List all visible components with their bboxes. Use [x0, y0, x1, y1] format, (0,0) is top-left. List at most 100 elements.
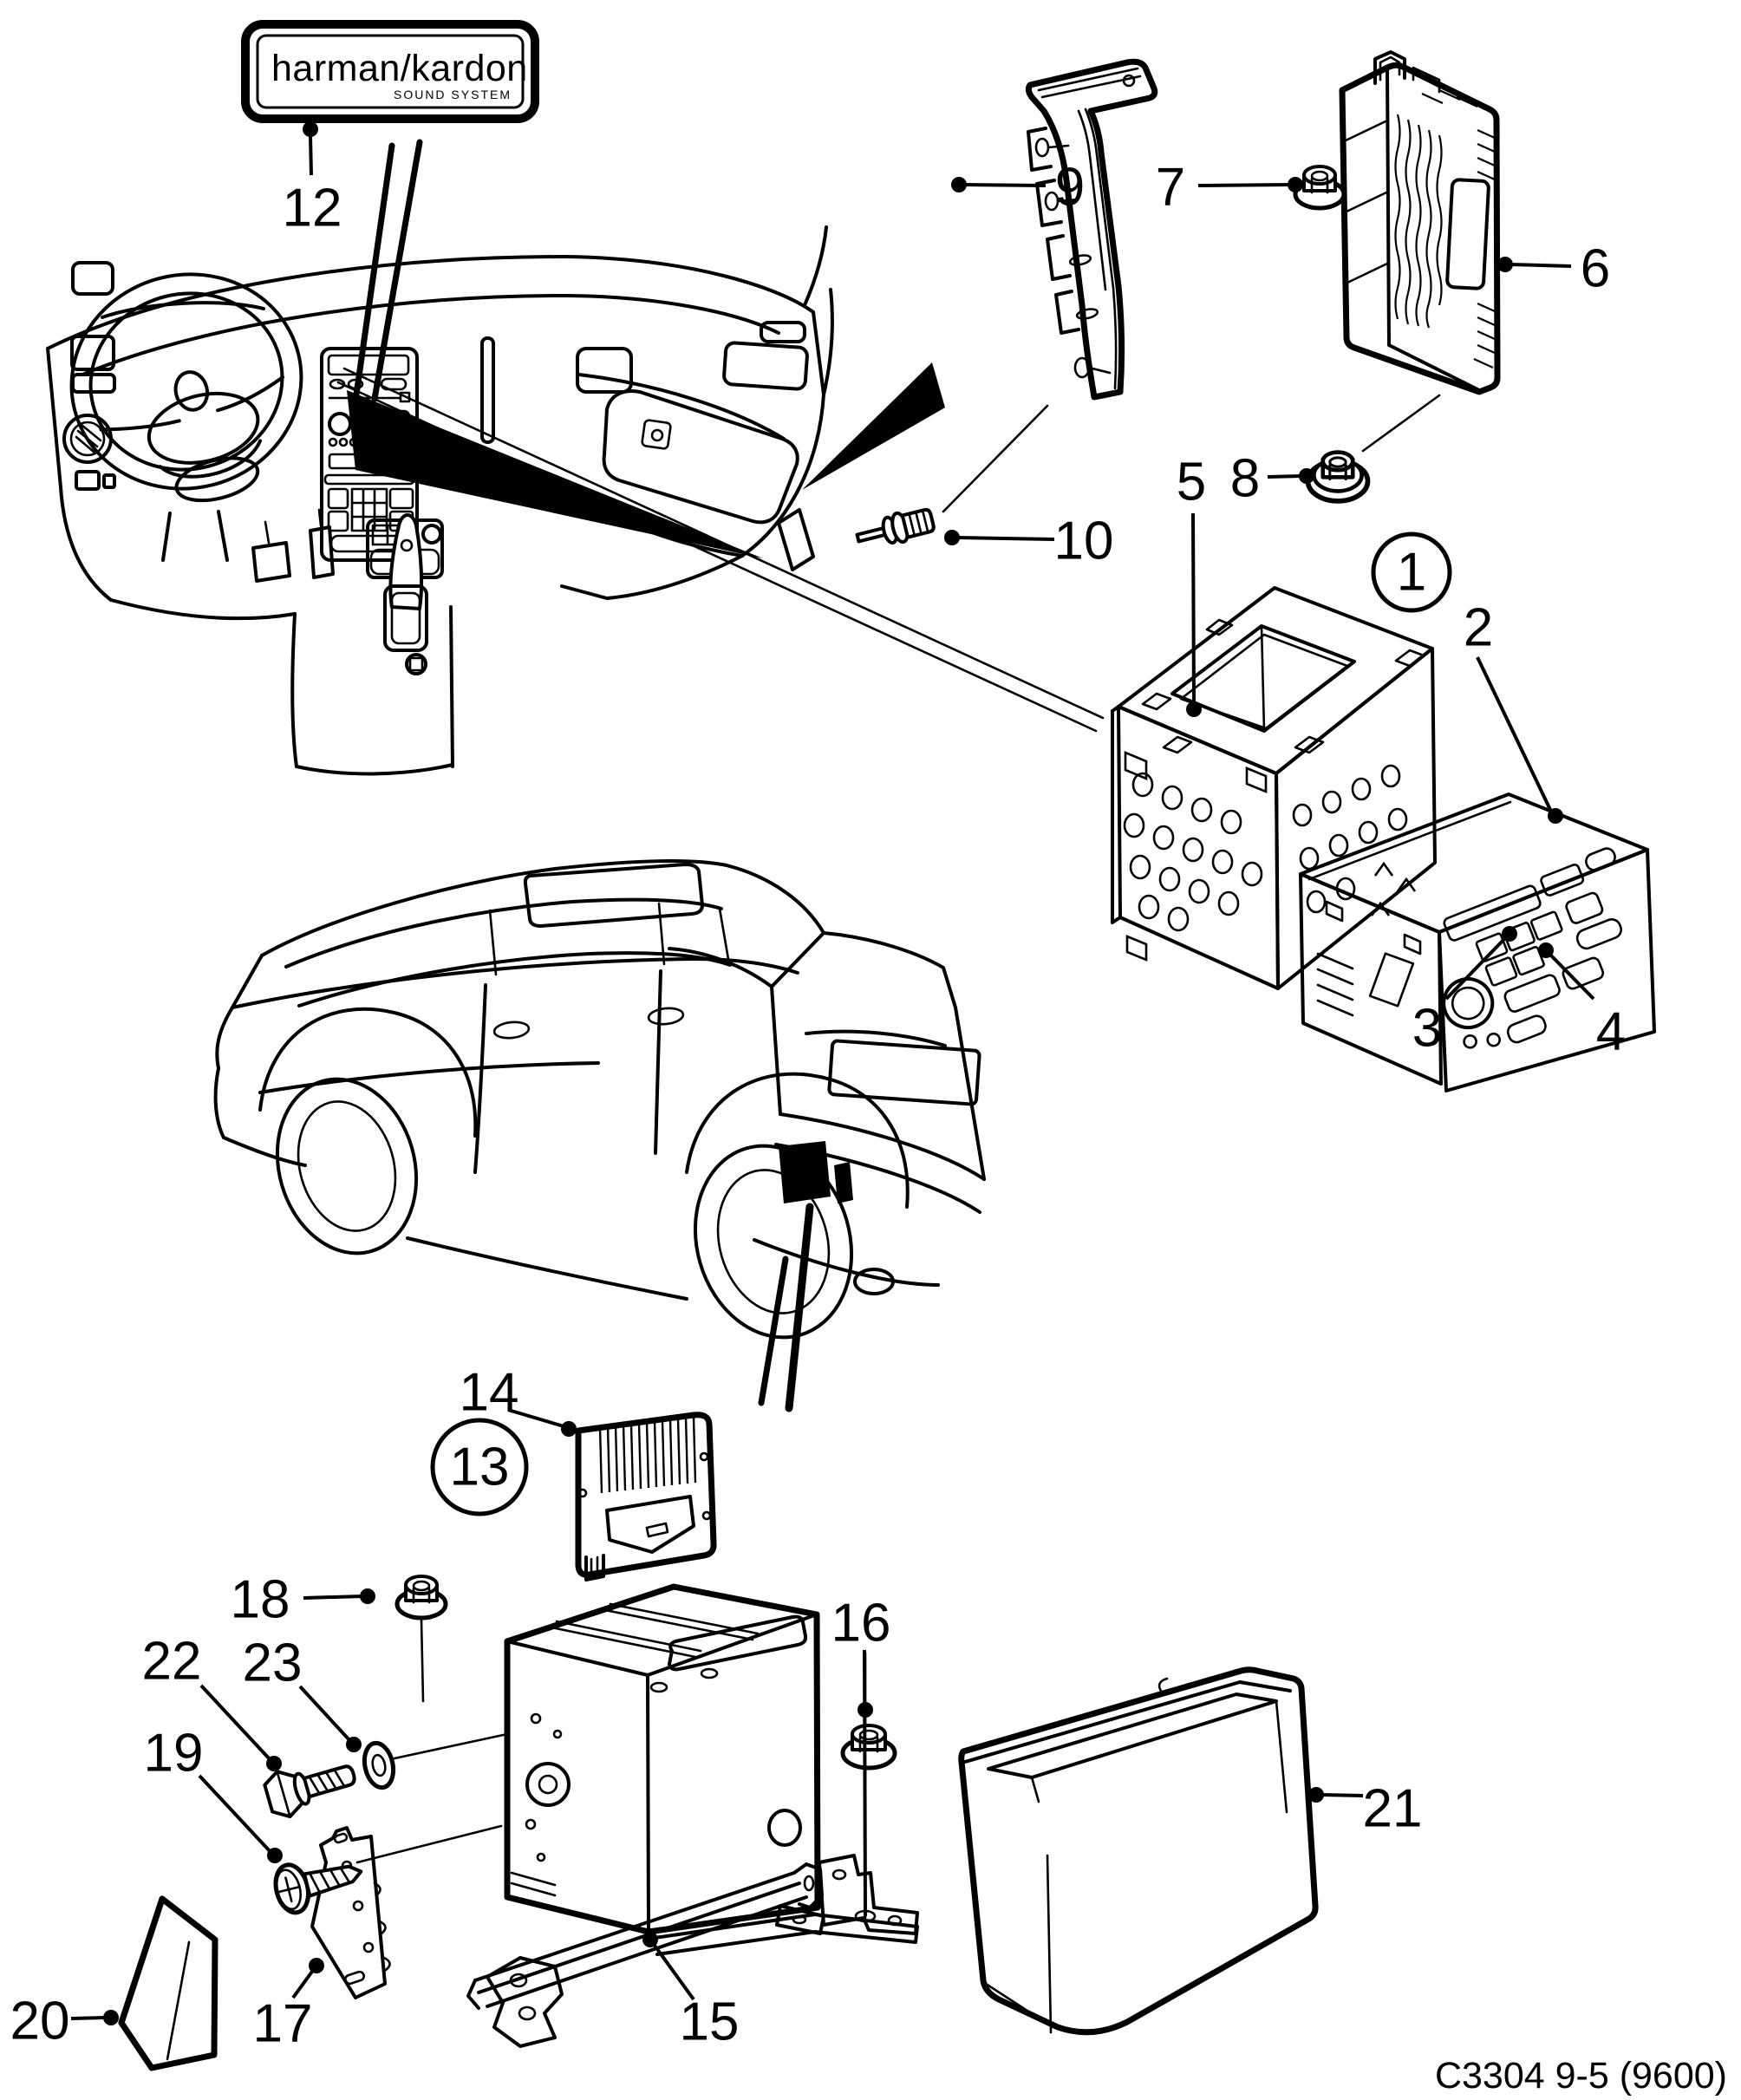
support-rail-part15 — [466, 1862, 825, 2048]
callout-number: 15 — [680, 1992, 740, 2052]
callout-leader-line — [1321, 1793, 1364, 1797]
callout-dot — [103, 2010, 119, 2025]
bolt22-rod — [393, 1732, 509, 1760]
callout-21: 21 — [1308, 1779, 1422, 1839]
callout-leader-line — [303, 1595, 363, 1600]
callout-number: 2 — [1464, 598, 1493, 658]
callout-leader-line — [1476, 656, 1554, 814]
callout-number: 19 — [144, 1724, 204, 1784]
callout-6: 6 — [1497, 239, 1610, 299]
cd-changer-box — [504, 1583, 821, 1935]
callout-number: 23 — [243, 1634, 303, 1693]
harman-kardon-badge: harman/kardon SOUND SYSTEM — [241, 20, 539, 123]
screw19-rod — [355, 1824, 503, 1864]
badge-pointer-line — [371, 139, 423, 402]
callout-number: 16 — [831, 1594, 891, 1653]
screw-part10 — [855, 507, 936, 545]
callout-number: 12 — [283, 179, 342, 238]
callout-10: 10 — [944, 512, 1113, 571]
screw10-pointer-line — [942, 404, 1049, 513]
callout-number: 1 — [1397, 543, 1426, 603]
callout-17: 17 — [253, 1958, 324, 2054]
radio-part2 — [1299, 792, 1656, 1092]
trim-panel-part9 — [1025, 58, 1158, 401]
callout-leader-line — [1547, 951, 1595, 1001]
callout-19: 19 — [144, 1724, 283, 1863]
callout-16: 16 — [831, 1594, 891, 1917]
callout-20: 20 — [10, 1992, 119, 2051]
callout-dot — [1548, 808, 1563, 824]
callout-22: 22 — [142, 1632, 282, 1771]
console-box-part21 — [958, 1666, 1319, 2036]
callout-number: 6 — [1581, 239, 1610, 299]
module-part14 — [575, 1412, 717, 1582]
callout-number: 14 — [460, 1363, 519, 1423]
callout-dot — [1299, 468, 1314, 484]
callout-leader-line — [291, 1967, 316, 1999]
callout-dot — [561, 1421, 577, 1437]
callout-circle — [430, 1418, 529, 1516]
callout-circle — [1371, 532, 1452, 613]
callout-dot — [1538, 942, 1554, 958]
callout-dot — [1288, 177, 1303, 192]
steering-wheel — [69, 272, 303, 503]
glovebox-area — [560, 321, 809, 600]
dash-slot-mark — [777, 508, 815, 571]
callout-leader-line — [309, 135, 313, 176]
callout-dot — [951, 177, 967, 192]
trim-pointer-wedge — [802, 362, 945, 490]
callout-leader-line — [1191, 512, 1196, 705]
callout-leader-line — [198, 1774, 273, 1855]
nut-part8 — [1305, 394, 1441, 504]
callout-number: 21 — [1363, 1779, 1423, 1839]
cd-changer-assembly — [118, 1575, 1319, 2071]
callout-leader-line — [963, 183, 1047, 187]
callout-dot — [857, 1702, 873, 1718]
callout-5: 5 — [1177, 453, 1206, 717]
callout-dot — [303, 121, 318, 137]
callout-dot — [267, 1848, 283, 1863]
badge-subtitle-text: SOUND SYSTEM — [394, 88, 512, 101]
callout-dot — [1308, 1787, 1324, 1803]
dash-pointer-wedge — [347, 390, 763, 558]
callout-dot — [1186, 701, 1202, 717]
callout-leader-line — [199, 1684, 272, 1762]
callout-number: 18 — [231, 1570, 290, 1630]
callout-number: 5 — [1177, 453, 1206, 512]
callout-dot — [309, 1958, 324, 1973]
callout-leader-line — [1267, 474, 1302, 479]
thin-pointer-line — [342, 367, 1105, 720]
bolt-part22 — [263, 1764, 356, 1819]
figure-code: C3304 9-5 (9600) — [1435, 2055, 1727, 2097]
badge-pointer-line — [352, 142, 395, 404]
callout-dot — [642, 1932, 658, 1947]
callout-7: 7 — [1156, 158, 1303, 218]
thin-pointer-line — [336, 381, 1098, 733]
screw-part19 — [273, 1862, 363, 1915]
callout-dot — [346, 1737, 362, 1752]
callout-leader-line — [507, 1408, 564, 1428]
callout-2: 2 — [1464, 598, 1563, 824]
callout-number: 7 — [1156, 158, 1185, 218]
callout-dot — [1497, 257, 1513, 272]
callout-number: 3 — [1412, 999, 1442, 1059]
amplifier-part6 — [1339, 50, 1501, 395]
nut-part16 — [840, 1724, 897, 1771]
callout-number: 4 — [1596, 1002, 1626, 1062]
callout-leader-line — [863, 1649, 867, 1917]
callout-number: 17 — [253, 1994, 313, 2054]
callout-leader-line — [298, 1685, 352, 1743]
callout-18: 18 — [231, 1570, 375, 1630]
dashboard-illustration — [46, 225, 834, 776]
callout-leader-line — [1510, 263, 1572, 268]
callout-leader-line — [956, 536, 1055, 541]
callout-14: 14 — [460, 1363, 577, 1437]
callout-13: 13 — [430, 1418, 529, 1516]
callout-8: 8 — [1230, 449, 1314, 509]
nut-part18 — [394, 1575, 448, 1621]
callout-15: 15 — [642, 1932, 739, 2052]
radio-front-panel — [1442, 847, 1622, 1049]
callout-dot — [266, 1756, 282, 1771]
